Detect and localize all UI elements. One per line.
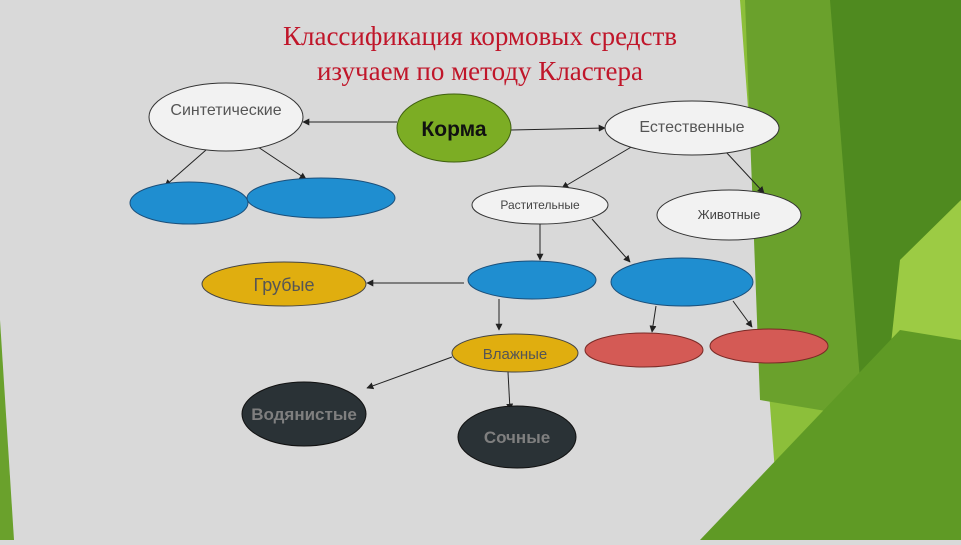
node-moist: Влажные — [451, 333, 579, 373]
node-plant: Растительные — [471, 185, 609, 225]
node-plant-child-2 — [610, 257, 754, 307]
node-watery: Водянистые — [241, 381, 367, 447]
slide-title-line-1: Классификация кормовых средств — [282, 21, 678, 51]
node-animal-label: Животные — [698, 207, 761, 222]
connector-lines — [164, 118, 765, 411]
slide-title-line-2: изучаем по методу Кластера — [316, 56, 644, 86]
node-juicy-label: Сочные — [484, 428, 550, 447]
node-synthetic: Синтетические — [148, 82, 304, 152]
node-plant-child-1 — [467, 260, 597, 300]
node-natural-label: Естественные — [639, 119, 744, 136]
node-rough: Грубые — [201, 261, 367, 307]
node-synthetic-label: Синтетические — [170, 102, 281, 119]
node-root-label: Корма — [421, 118, 486, 141]
node-red-2 — [709, 328, 829, 364]
node-juicy: Сочные — [457, 405, 577, 469]
node-rough-label: Грубые — [253, 275, 314, 295]
node-natural: Естественные — [604, 100, 780, 156]
node-watery-label: Водянистые — [251, 405, 357, 424]
node-plant-label: Растительные — [500, 198, 580, 212]
node-synthetic-child-2 — [246, 177, 396, 219]
node-animal: Животные — [656, 189, 802, 241]
node-moist-label: Влажные — [483, 346, 548, 363]
node-root: Корма — [396, 93, 512, 163]
node-synthetic-child-1 — [129, 181, 249, 225]
node-red-1 — [584, 332, 704, 368]
